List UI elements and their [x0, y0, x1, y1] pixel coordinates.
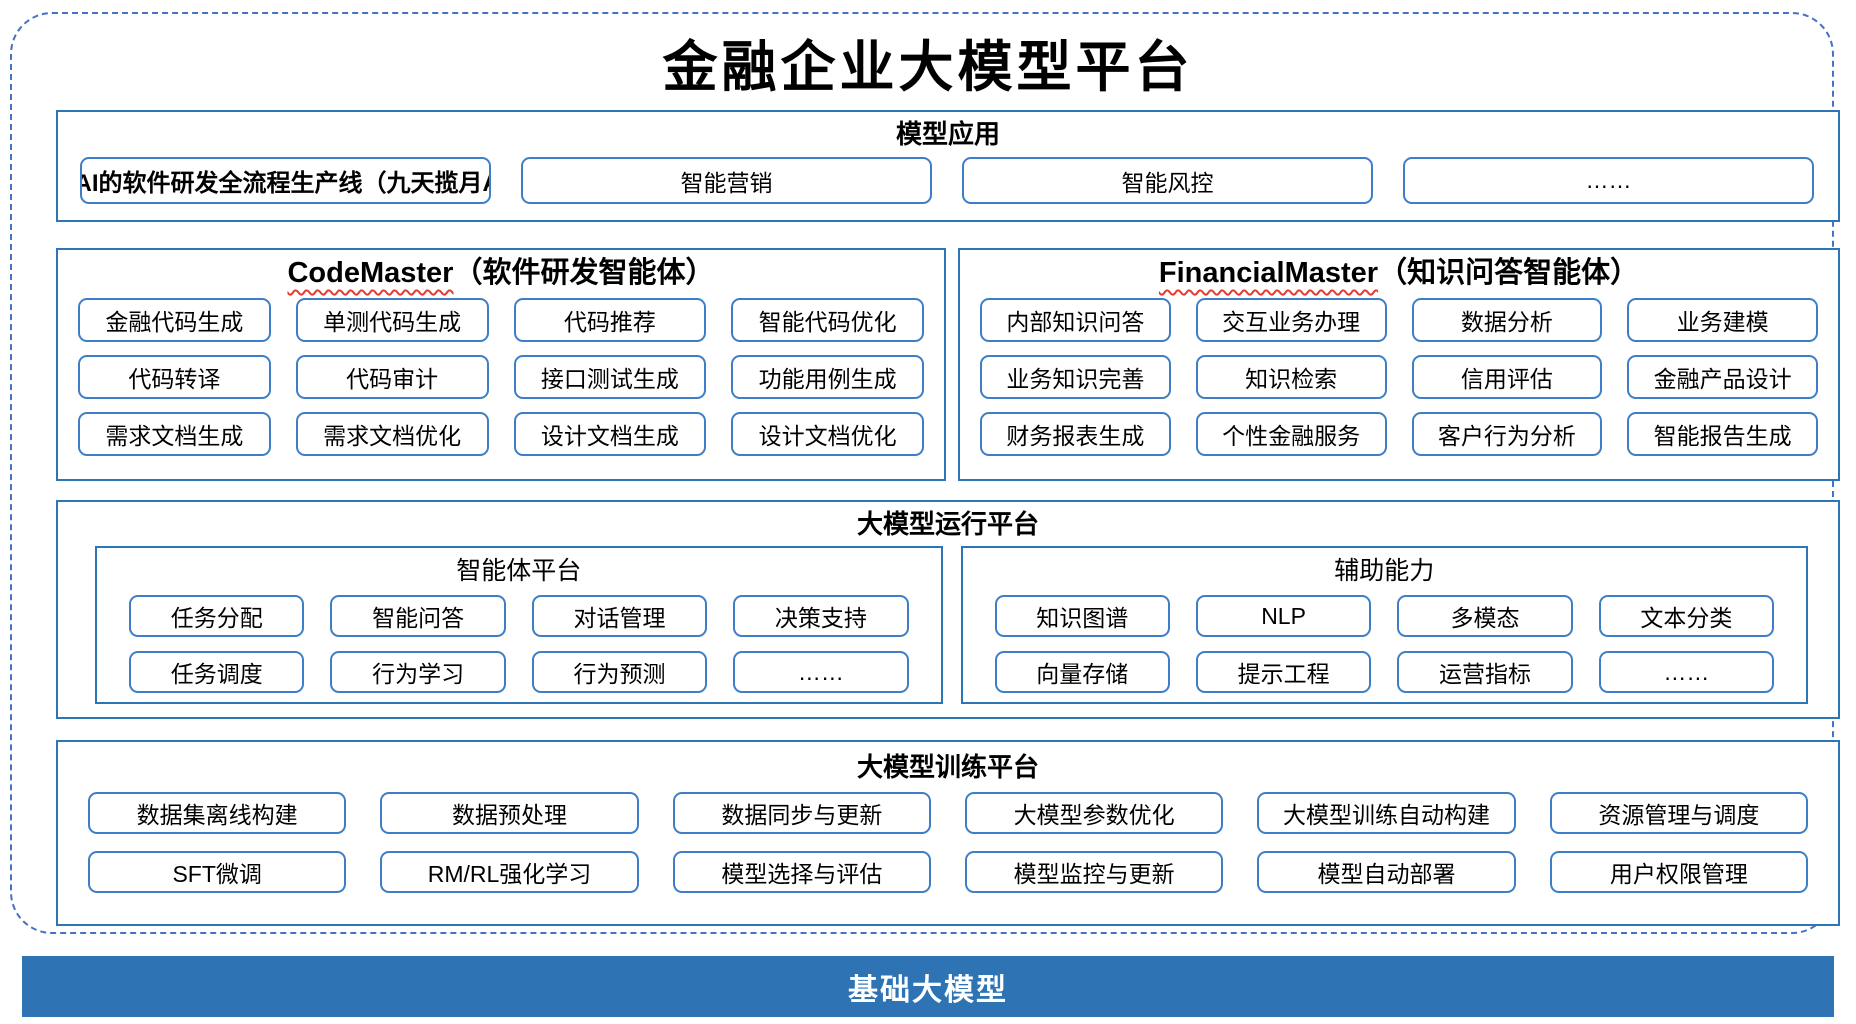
item-box: 交互业务办理: [1195, 298, 1387, 342]
item-box: 任务分配: [129, 595, 305, 637]
pipeline-box: 基于AI的软件研发全流程生产线（九天揽月AI+）: [80, 157, 491, 204]
item-box: 文本分类: [1598, 595, 1774, 637]
item-box: 数据分析: [1411, 298, 1603, 342]
item-box: 业务建模: [1627, 298, 1818, 342]
financial-master-suffix: （知识问答智能体）: [1378, 257, 1640, 289]
agent-platform-box: 智能体平台 任务分配智能问答对话管理决策支持任务调度行为学习行为预测 ……: [95, 546, 943, 704]
item-box: 行为预测: [531, 651, 708, 693]
item-box: 知识检索: [1195, 355, 1387, 399]
item-box: 资源管理与调度: [1549, 792, 1808, 834]
agent-platform-grid: 任务分配智能问答对话管理决策支持任务调度行为学习行为预测 ……: [97, 595, 941, 693]
item-box: 需求文档优化: [295, 412, 489, 456]
item-box: NLP: [1195, 595, 1372, 637]
code-master-suffix: （软件研发智能体）: [453, 257, 715, 289]
training-platform-header: 大模型训练平台: [856, 752, 1039, 782]
item-box: 数据预处理: [380, 792, 639, 834]
item-box: 智能问答: [330, 595, 506, 637]
code-master-grid: 金融代码生成单测代码生成代码推荐智能代码优化代码转译代码审计接口测试生成功能用例…: [58, 298, 944, 456]
code-master-header: CodeMaster（软件研发智能体）: [58, 250, 944, 291]
item-box: ……: [1598, 651, 1774, 693]
item-box: 设计文档生成: [513, 412, 707, 456]
section-runtime-platform: 大模型运行平台 智能体平台 任务分配智能问答对话管理决策支持任务调度行为学习行为…: [56, 500, 1840, 719]
item-box: 知识图谱: [994, 595, 1170, 637]
section-code-master: CodeMaster（软件研发智能体） 金融代码生成单测代码生成代码推荐智能代码…: [56, 248, 946, 481]
item-box: 行为学习: [330, 651, 506, 693]
item-box: RM/RL强化学习: [380, 851, 639, 893]
item-box: 代码推荐: [513, 298, 707, 342]
code-master-name: CodeMaster: [287, 257, 454, 289]
item-box: 模型自动部署: [1257, 851, 1516, 893]
financial-master-grid: 内部知识问答交互业务办理数据分析业务建模业务知识完善知识检索信用评估金融产品设计…: [960, 298, 1838, 456]
financial-master-header: FinancialMaster（知识问答智能体）: [960, 250, 1838, 291]
item-box: 数据集离线构建: [88, 792, 347, 834]
item-box: 对话管理: [531, 595, 708, 637]
item-box: ……: [1403, 157, 1814, 204]
item-box: 接口测试生成: [513, 355, 707, 399]
runtime-body: 智能体平台 任务分配智能问答对话管理决策支持任务调度行为学习行为预测 …… 辅助能…: [58, 541, 1838, 704]
item-box: 模型监控与更新: [965, 851, 1224, 893]
item-box: 任务调度: [129, 651, 305, 693]
item-box: 多模态: [1397, 595, 1573, 637]
item-box: 功能用例生成: [731, 355, 924, 399]
financial-master-name: FinancialMaster: [1158, 257, 1379, 289]
aux-capability-grid: 知识图谱 NLP 多模态文本分类向量存储提示工程运营指标 ……: [963, 595, 1807, 693]
item-box: 智能代码优化: [731, 298, 924, 342]
runtime-platform-header: 大模型运行平台: [856, 509, 1039, 539]
item-box: 代码转译: [78, 355, 271, 399]
item-box: 代码审计: [295, 355, 489, 399]
item-box: 大模型训练自动构建: [1257, 792, 1516, 834]
item-box: 智能营销: [521, 157, 932, 204]
item-box: 数据同步与更新: [672, 792, 931, 834]
base-model-label: 基础大模型: [848, 973, 1008, 1007]
item-box: 业务知识完善: [980, 355, 1171, 399]
item-box: 需求文档生成: [78, 412, 271, 456]
item-box: 内部知识问答: [980, 298, 1171, 342]
item-box: 财务报表生成: [980, 412, 1171, 456]
item-box: 运营指标: [1397, 651, 1573, 693]
item-box: 信用评估: [1411, 355, 1603, 399]
item-box: 智能报告生成: [1627, 412, 1818, 456]
item-box: 大模型参数优化: [965, 792, 1224, 834]
item-box: 客户行为分析: [1411, 412, 1603, 456]
model-applications-header: 模型应用: [895, 119, 1000, 149]
item-box: 金融产品设计: [1627, 355, 1818, 399]
item-box: 智能风控: [962, 157, 1373, 204]
item-box: 单测代码生成: [295, 298, 489, 342]
item-box: 模型选择与评估: [672, 851, 931, 893]
training-grid: 数据集离线构建数据预处理数据同步与更新大模型参数优化大模型训练自动构建资源管理与…: [58, 784, 1838, 893]
item-box: 决策支持: [733, 595, 909, 637]
item-box: 向量存储: [994, 651, 1170, 693]
aux-capability-box: 辅助能力 知识图谱 NLP 多模态文本分类向量存储提示工程运营指标 ……: [960, 546, 1808, 704]
aux-capability-header: 辅助能力: [1334, 557, 1435, 585]
base-model-bar: 基础大模型: [22, 956, 1834, 1017]
section-training-platform: 大模型训练平台 数据集离线构建数据预处理数据同步与更新大模型参数优化大模型训练自…: [56, 740, 1840, 926]
section-financial-master: FinancialMaster（知识问答智能体） 内部知识问答交互业务办理数据分…: [958, 248, 1840, 481]
page-title: 金融企业大模型平台: [662, 34, 1194, 99]
item-box: 金融代码生成: [78, 298, 271, 342]
agent-platform-header: 智能体平台: [456, 557, 582, 585]
item-box: 提示工程: [1195, 651, 1372, 693]
item-box: 设计文档优化: [731, 412, 924, 456]
item-box: 个性金融服务: [1195, 412, 1387, 456]
item-box: ……: [733, 651, 909, 693]
item-box: SFT微调: [88, 851, 347, 893]
item-box: 用户权限管理: [1549, 851, 1808, 893]
